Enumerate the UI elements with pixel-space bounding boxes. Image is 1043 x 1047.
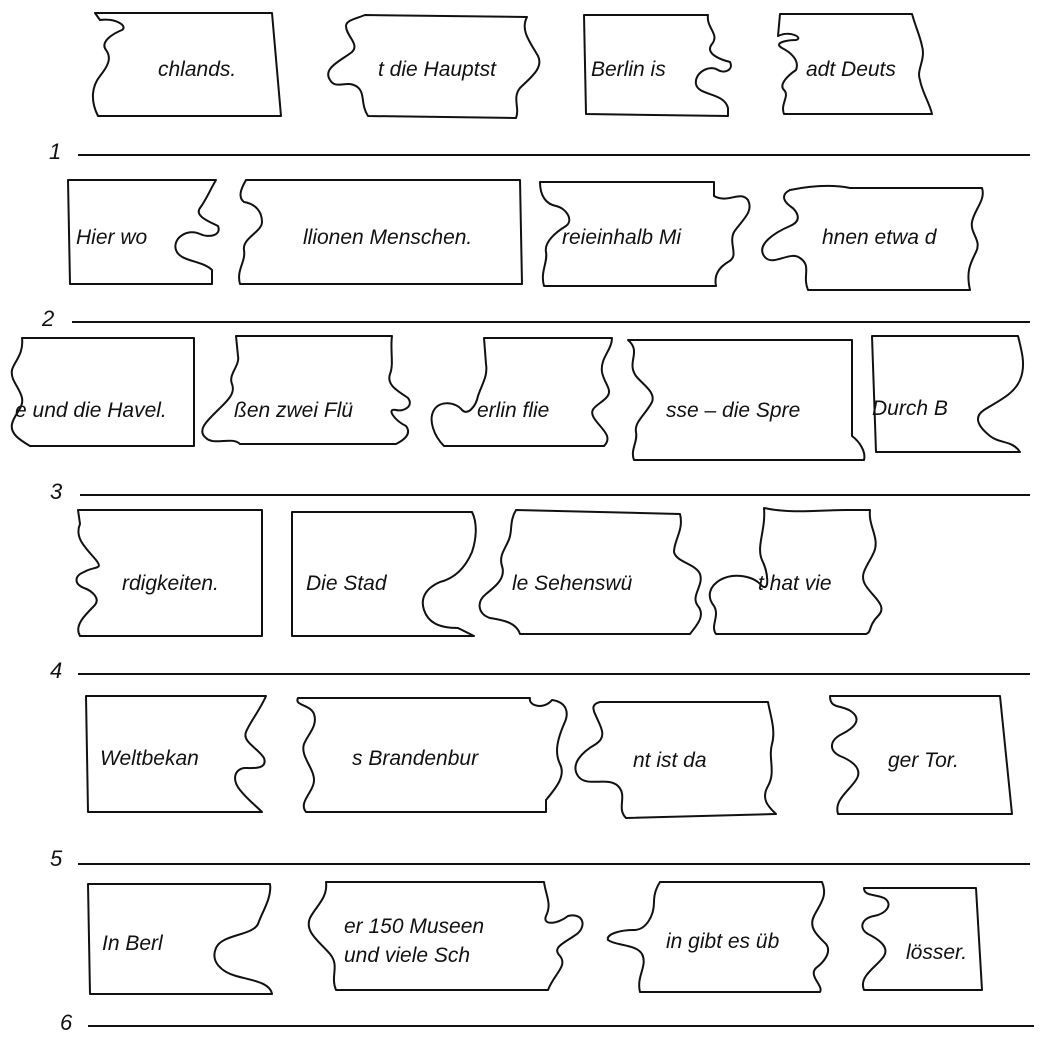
svg-text:sse – die Spre: sse – die Spre bbox=[666, 399, 800, 422]
puzzle-piece[interactable]: Hier wo bbox=[67, 179, 220, 285]
puzzle-piece[interactable]: e und die Havel. bbox=[10, 337, 195, 447]
svg-text:In Berl: In Berl bbox=[102, 932, 164, 955]
svg-text:in gibt es üb: in gibt es üb bbox=[666, 930, 780, 953]
row-number-5: 5 bbox=[50, 846, 63, 871]
svg-text:t hat vie: t hat vie bbox=[758, 572, 832, 595]
puzzle-piece[interactable]: le Sehenswü bbox=[478, 509, 702, 635]
svg-text:erlin flie: erlin flie bbox=[477, 399, 549, 422]
puzzle-piece[interactable]: hnen etwa d bbox=[761, 184, 984, 291]
puzzle-piece[interactable]: ger Tor. bbox=[829, 695, 1013, 815]
puzzle-piece[interactable]: sse – die Spre bbox=[627, 339, 866, 461]
svg-text:Hier wo: Hier wo bbox=[76, 226, 148, 249]
puzzle-row-3: e und die Havel. ßen zwei Flü erlin flie… bbox=[10, 335, 1030, 504]
row-number-6: 6 bbox=[60, 1010, 73, 1035]
svg-text:reieinhalb Mi: reieinhalb Mi bbox=[562, 226, 682, 249]
svg-text:nt ist da: nt ist da bbox=[633, 749, 707, 772]
puzzle-row-6: In Berl er 150 Museen und viele Sch in g… bbox=[60, 881, 1034, 1035]
svg-text:t die Hauptst: t die Hauptst bbox=[378, 58, 497, 81]
svg-text:adt Deuts: adt Deuts bbox=[806, 58, 896, 81]
svg-text:und viele Sch: und viele Sch bbox=[344, 944, 470, 967]
svg-text:Durch B: Durch B bbox=[872, 397, 948, 420]
puzzle-piece[interactable]: Berlin is bbox=[583, 14, 732, 117]
row-number-4: 4 bbox=[50, 658, 62, 683]
svg-text:Die Stad: Die Stad bbox=[306, 572, 388, 595]
puzzle-piece[interactable]: adt Deuts bbox=[777, 13, 933, 115]
puzzle-piece[interactable]: llionen Menschen. bbox=[238, 179, 523, 285]
svg-text:Weltbekan: Weltbekan bbox=[100, 747, 199, 770]
puzzle-piece[interactable]: chlands. bbox=[92, 12, 282, 117]
puzzle-piece[interactable]: t hat vie bbox=[708, 507, 883, 635]
svg-text:e und die Havel.: e und die Havel. bbox=[15, 399, 167, 422]
puzzle-piece[interactable]: ßen zwei Flü bbox=[201, 335, 411, 445]
puzzle-piece[interactable]: erlin flie bbox=[430, 337, 613, 447]
puzzle-piece[interactable]: In Berl bbox=[87, 883, 273, 995]
svg-text:ger Tor.: ger Tor. bbox=[888, 749, 959, 772]
puzzle-piece[interactable]: nt ist da bbox=[574, 701, 777, 819]
svg-text:rdigkeiten.: rdigkeiten. bbox=[122, 572, 219, 595]
svg-text:lösser.: lösser. bbox=[906, 941, 967, 964]
puzzle-piece[interactable]: Die Stad bbox=[291, 511, 477, 637]
row-number-2: 2 bbox=[41, 306, 54, 331]
puzzle-piece[interactable]: lösser. bbox=[861, 887, 983, 991]
puzzle-row-1: chlands. t die Hauptst Berlin is adt Deu… bbox=[49, 12, 1030, 164]
svg-text:er 150 Museen: er 150 Museen bbox=[344, 915, 484, 938]
puzzle-row-5: Weltbekan s Brandenbur nt ist da ger Tor… bbox=[50, 695, 1030, 871]
svg-text:s Brandenbur: s Brandenbur bbox=[352, 747, 479, 770]
row-number-1: 1 bbox=[49, 139, 61, 164]
puzzle-piece[interactable]: t die Hauptst bbox=[327, 14, 541, 119]
puzzle-piece[interactable]: reieinhalb Mi bbox=[539, 181, 751, 287]
puzzle-piece[interactable]: rdigkeiten. bbox=[75, 509, 263, 637]
svg-text:hnen etwa d: hnen etwa d bbox=[822, 226, 938, 249]
svg-text:ßen zwei Flü: ßen zwei Flü bbox=[234, 399, 353, 422]
svg-text:le Sehenswü: le Sehenswü bbox=[512, 572, 633, 595]
svg-text:llionen Menschen.: llionen Menschen. bbox=[303, 226, 472, 249]
svg-text:Berlin is: Berlin is bbox=[591, 58, 666, 81]
puzzle-row-2: Hier wo llionen Menschen. reieinhalb Mi … bbox=[41, 179, 1030, 331]
svg-text:chlands.: chlands. bbox=[158, 58, 236, 81]
puzzle-piece[interactable]: Durch B bbox=[871, 335, 1025, 453]
puzzle-piece[interactable]: s Brandenbur bbox=[296, 697, 568, 813]
puzzle-piece[interactable]: Weltbekan bbox=[85, 695, 267, 813]
puzzle-piece[interactable]: in gibt es üb bbox=[606, 881, 830, 993]
puzzle-row-4: rdigkeiten. Die Stad le Sehenswü t hat v… bbox=[50, 507, 1030, 683]
row-number-3: 3 bbox=[50, 479, 63, 504]
puzzle-piece[interactable]: er 150 Museen und viele Sch bbox=[307, 881, 584, 991]
